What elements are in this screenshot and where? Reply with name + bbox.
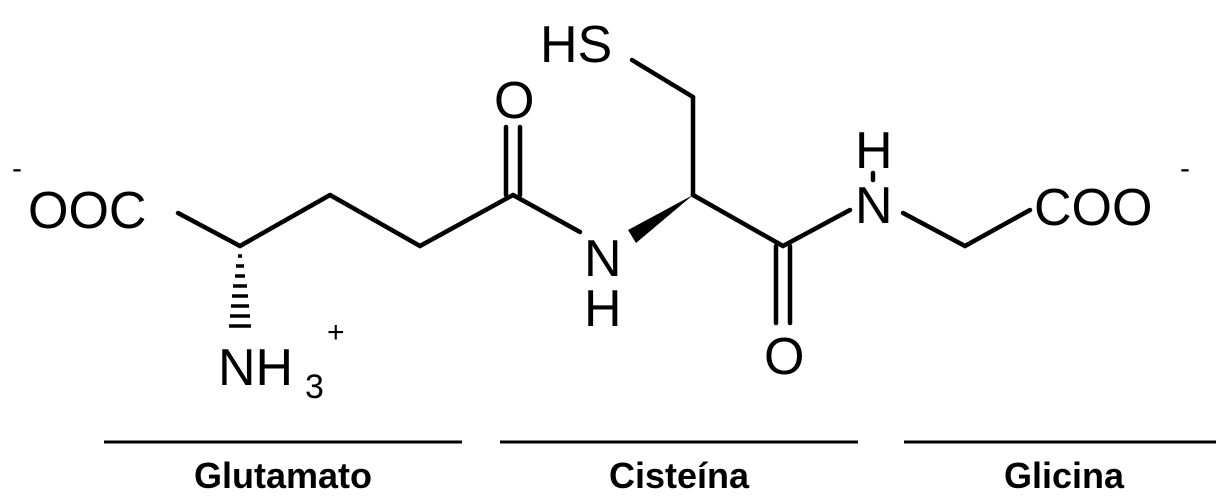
amino-charge-plus: + (327, 316, 345, 349)
wedge-bond (628, 195, 693, 243)
bond-n-to-gly-ch2 (900, 210, 968, 249)
residue-label-cisteina: Cisteína (609, 455, 750, 496)
bond-carbonyl-to-n-right (780, 207, 853, 249)
bond-beta-to-gamma (327, 192, 423, 249)
carboxylate-left-label: OOC (28, 182, 146, 240)
charge-right-minus: - (1180, 152, 1190, 185)
residue-annotations: Glutamato Cisteína Glicina (104, 440, 1216, 496)
residue-label-glicina: Glicina (1004, 455, 1125, 496)
thiol-label: HS (540, 16, 612, 74)
amide-n-right-label: N (855, 177, 893, 235)
amide-h-right-label: H (855, 122, 893, 180)
residue-label-glutamato: Glutamato (194, 455, 372, 496)
amide-h-left-label: H (584, 280, 622, 338)
amide-n-left-label: N (584, 230, 622, 288)
carbonyl-o-bottom-label: O (764, 328, 804, 386)
atom-labels: - OOC NH 3 + HS O N H O H N COO - (12, 16, 1190, 406)
bond-alpha-to-beta (237, 192, 333, 249)
bond-carbonyl-to-n-left (510, 192, 583, 235)
bonds (175, 57, 1033, 326)
bond-ch2-to-s (629, 57, 696, 100)
bond-gly-ch2-to-coo (962, 207, 1033, 249)
bond-cooc-to-alpha (175, 210, 243, 249)
bond-cys-alpha-to-carbonyl (690, 192, 786, 249)
carbonyl-o-top-label: O (494, 72, 534, 130)
hashed-bond (229, 254, 251, 328)
amino-n-label: NH (218, 339, 293, 397)
charge-left-minus: - (12, 152, 22, 185)
bond-gamma-to-carbonyl (417, 192, 516, 249)
amino-subscript: 3 (305, 368, 324, 406)
carboxylate-right-label: COO (1034, 179, 1152, 237)
